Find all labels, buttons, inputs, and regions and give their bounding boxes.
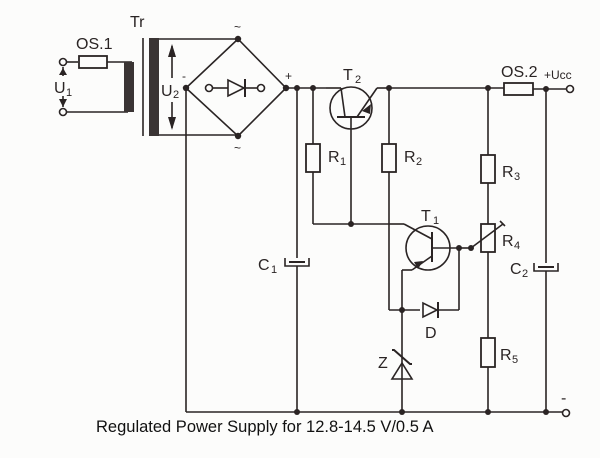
u2-arrow-up-icon [168, 44, 176, 57]
zener-icon [390, 361, 414, 380]
c2-sub: 2 [522, 268, 528, 280]
r5-sub: 5 [512, 354, 518, 366]
bridge-plus: + [285, 69, 292, 83]
transistor-t1: T 1 [390, 208, 460, 412]
fuse-os2: OS.2 +Ucc [501, 64, 575, 96]
potentiometer-r4: R 4 [470, 220, 520, 338]
t2-label: T [343, 67, 353, 84]
diode-d-icon [422, 301, 439, 319]
bridge-rectifier: ~ ~ - + [182, 20, 292, 155]
input-terminals: U 1 [54, 57, 128, 117]
fuse1-label: OS.1 [76, 36, 113, 53]
r2-sub: 2 [416, 156, 422, 168]
r4-sub: 4 [514, 240, 520, 252]
resistor-r3: R 3 [480, 88, 520, 224]
transformer-tr: Tr U 2 [124, 14, 238, 136]
bridge-diode-icon [227, 78, 246, 98]
r5-label: R [500, 347, 512, 364]
output-minus-label: - [561, 390, 566, 407]
r2-label: R [404, 149, 416, 166]
transformer-label: Tr [130, 14, 145, 31]
t2-emitter-arrow-icon [362, 104, 371, 114]
r3-label: R [502, 164, 514, 181]
u2-label: U [161, 83, 173, 100]
primary-winding [124, 62, 134, 112]
fuse-os1: OS.1 [76, 36, 132, 69]
u2-arrow-down-icon [168, 117, 176, 130]
r1-label: R [328, 149, 340, 166]
diode-d: D [389, 248, 460, 342]
zener-label: Z [378, 355, 388, 372]
output-terminal-plus [565, 84, 575, 94]
secondary-winding [149, 38, 159, 136]
bridge-ac-top: ~ [234, 20, 241, 34]
output-terminal-minus [561, 408, 571, 418]
fuse2-label: OS.2 [501, 64, 538, 81]
r4-label: R [502, 233, 514, 250]
c2-label: C [510, 261, 522, 278]
r1-sub: 1 [340, 156, 346, 168]
t2-sub: 2 [355, 74, 361, 86]
t1-label: T [421, 208, 431, 225]
diode-label: D [425, 325, 437, 342]
bridge-ac-bottom: ~ [234, 141, 241, 155]
input-terminal-top [58, 57, 68, 67]
u1-arrow-down-icon [59, 99, 67, 107]
transistor-t2: T 2 [326, 67, 390, 224]
u1-sub: 1 [66, 87, 72, 99]
resistor-r5: R 5 [480, 337, 518, 415]
t1-emitter-arrow-icon [414, 261, 423, 269]
output-plus-label: +Ucc [544, 68, 572, 82]
c1-label: C [258, 257, 270, 274]
resistor-r1: R 1 [305, 88, 390, 227]
u1-label: U [54, 80, 66, 97]
bridge-minus: - [182, 69, 186, 83]
diagram-caption: Regulated Power Supply for 12.8-14.5 V/0… [96, 418, 434, 436]
resistor-r2: R 2 [381, 88, 422, 310]
capacitor-c2: C 2 [510, 89, 559, 415]
u1-arrow-up-icon [59, 68, 67, 75]
c1-sub: 1 [271, 264, 277, 276]
capacitor-c1: C 1 [258, 88, 310, 415]
t1-sub: 1 [433, 215, 439, 227]
r3-sub: 3 [514, 171, 520, 183]
u2-sub: 2 [173, 89, 179, 101]
zener-z: Z [378, 349, 414, 415]
input-terminal-bottom [58, 107, 68, 117]
